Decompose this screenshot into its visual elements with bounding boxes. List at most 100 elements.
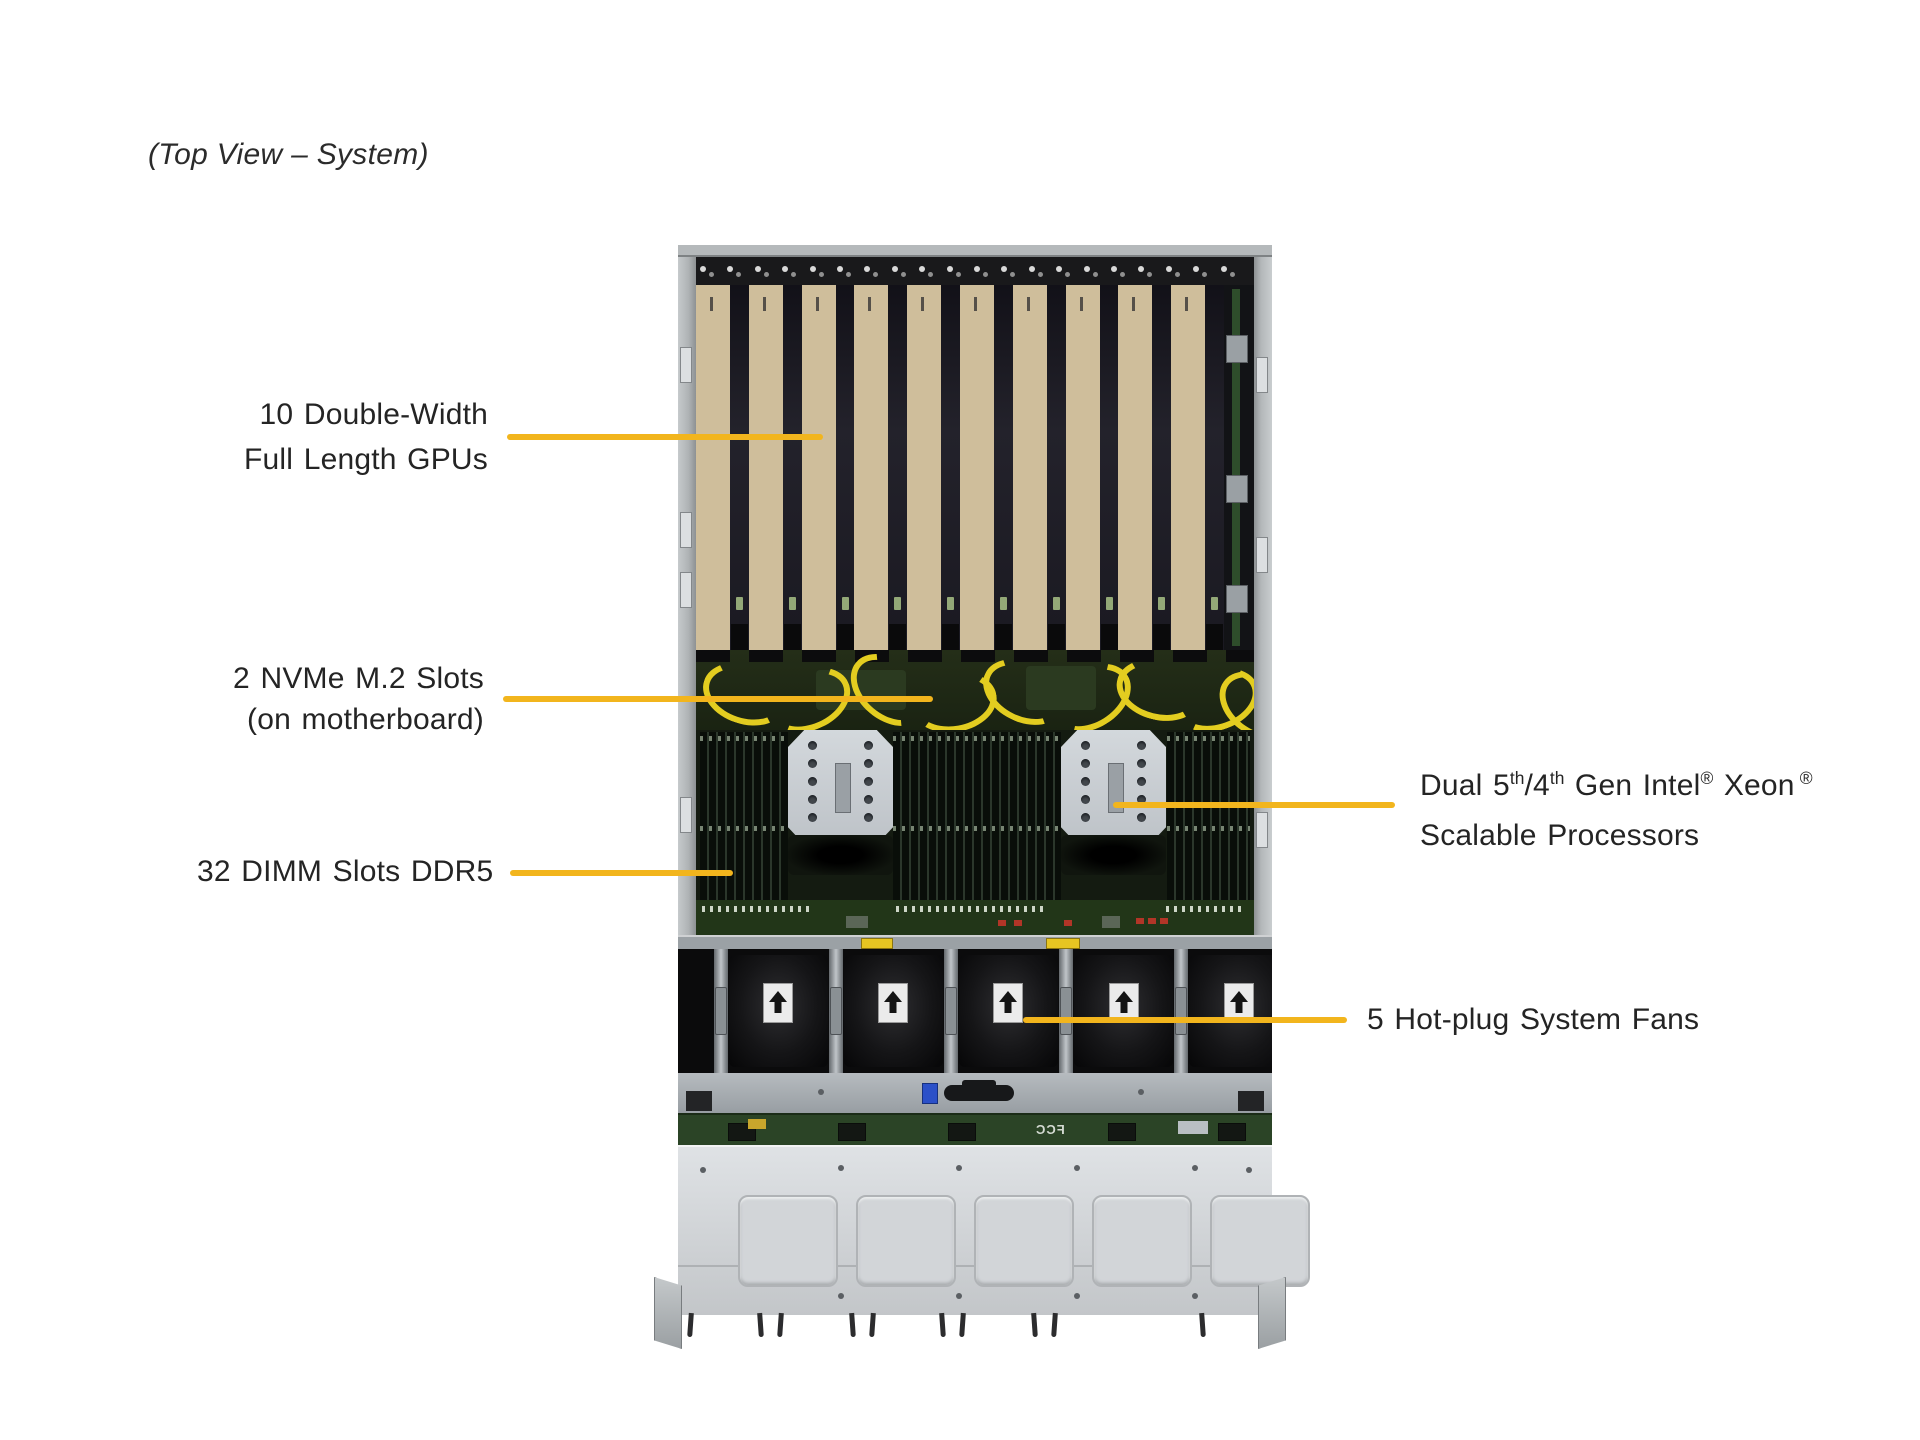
alignment-pin <box>939 1312 946 1338</box>
fan-unit <box>958 955 1059 1067</box>
blue-component <box>922 1083 938 1104</box>
label-gpus-line2: Full Length GPUs <box>244 443 488 476</box>
bracket-screw <box>1028 266 1043 277</box>
drive-bay-cover <box>856 1195 956 1287</box>
screw <box>818 1089 824 1095</box>
corner-bracket <box>1238 1091 1264 1111</box>
fan-rail <box>943 949 958 1073</box>
gpu-card <box>696 285 749 650</box>
dimm-latch-row <box>700 826 788 831</box>
card-vent <box>1185 297 1189 311</box>
alignment-pin <box>757 1312 764 1338</box>
gpu-card <box>854 285 908 650</box>
midplane-connector <box>944 1080 1014 1101</box>
gpu-brand-logo <box>894 597 902 610</box>
gpu-cooler-gap <box>1046 285 1066 650</box>
motherboard-area <box>696 730 1254 935</box>
gpu-bottom-connector <box>1047 624 1065 650</box>
heatsink-center-latch <box>835 763 851 813</box>
corner-bracket <box>686 1091 712 1111</box>
gpu-card <box>1171 285 1224 650</box>
heatsink-screw <box>1137 777 1146 786</box>
heatsink-screw <box>808 759 817 768</box>
dimm-latch-row <box>1167 736 1250 741</box>
bracket-screw <box>754 266 769 277</box>
bracket-screw <box>809 266 824 277</box>
heatsink-screw <box>864 759 873 768</box>
screw <box>1246 1167 1252 1173</box>
backplane-connector <box>1108 1123 1136 1141</box>
power-cable <box>757 655 861 730</box>
heatsink-screw <box>1137 741 1146 750</box>
drive-bay-cover <box>1092 1195 1192 1287</box>
gpu-card <box>748 285 802 650</box>
rail-tab <box>680 347 692 383</box>
pcb-component <box>1160 918 1168 924</box>
heatsink-screw <box>1081 813 1090 822</box>
card-vent <box>868 297 872 311</box>
heatsink-screw <box>1081 777 1090 786</box>
gpu-brand-logo <box>1211 597 1219 610</box>
heatsink-screw <box>1081 741 1090 750</box>
fan-unit <box>1074 955 1174 1067</box>
pcb-component <box>1102 916 1120 928</box>
bracket-screw <box>700 266 714 277</box>
power-pcb-strip <box>1232 289 1240 646</box>
gpu-cooler-gap <box>730 285 749 650</box>
gpu-cooler-gap <box>941 285 961 650</box>
pcb-component <box>998 920 1006 926</box>
callout-line-fans <box>1023 1017 1347 1023</box>
gpu-card-area <box>696 285 1224 650</box>
dimm-bank-middle <box>893 732 1061 900</box>
rail-tab <box>680 572 692 608</box>
fcc-mark: FCC <box>1035 1122 1065 1137</box>
card-vent <box>1026 297 1030 311</box>
gpu-brand-logo <box>788 597 796 610</box>
power-connector <box>1226 335 1248 363</box>
fan-handle <box>944 987 957 1035</box>
chassis-right-rail <box>1254 257 1272 957</box>
drive-backplane-pcb: FCC <box>678 1113 1272 1147</box>
gpu-card <box>1012 285 1066 650</box>
alignment-pin <box>1031 1312 1038 1338</box>
screw <box>1192 1165 1198 1171</box>
gpu-cooler-gap <box>835 285 855 650</box>
fan-direction-arrow-icon <box>998 991 1018 1015</box>
callout-line-gpus <box>507 434 823 440</box>
power-connector <box>1226 475 1248 503</box>
alignment-pin <box>1051 1312 1058 1338</box>
gpu-brand-logo <box>841 597 849 610</box>
fan-rail <box>1059 949 1074 1073</box>
bracket-screw <box>1083 266 1098 277</box>
heatsink-screw <box>864 777 873 786</box>
cpu2-socket-shadow <box>1061 835 1166 875</box>
callout-line-dimm <box>510 870 733 876</box>
pcb-patch <box>1026 666 1096 710</box>
heatsink-screw <box>864 795 873 804</box>
pcb-component <box>1014 920 1022 926</box>
fan-handle <box>714 987 727 1035</box>
bracket-screw <box>837 266 851 277</box>
bracket-screw <box>891 266 906 277</box>
mounting-ear-left <box>654 1277 682 1349</box>
fan-unit <box>728 955 828 1067</box>
rail-tab <box>1256 537 1268 573</box>
bracket-screw <box>919 266 934 277</box>
card-vent <box>762 297 766 311</box>
backplane-connector <box>948 1123 976 1141</box>
pcb-component <box>1148 918 1156 924</box>
heatsink-screw <box>1137 795 1146 804</box>
fan-unit <box>1189 955 1272 1067</box>
dimm-latch-row <box>700 736 788 741</box>
label-cpus-line1: Dual 5th/4th Gen Intel® Xeon® <box>1420 768 1813 802</box>
fan-label <box>763 983 794 1023</box>
card-vent <box>1079 297 1083 311</box>
alignment-pin <box>869 1312 876 1338</box>
gpu-brand-logo <box>736 597 743 610</box>
gpu-card <box>801 285 855 650</box>
gpu-card <box>1065 285 1119 650</box>
screw <box>1074 1165 1080 1171</box>
screw <box>1138 1089 1144 1095</box>
cpu1-heatsink <box>788 730 893 835</box>
power-connector <box>1226 585 1248 613</box>
